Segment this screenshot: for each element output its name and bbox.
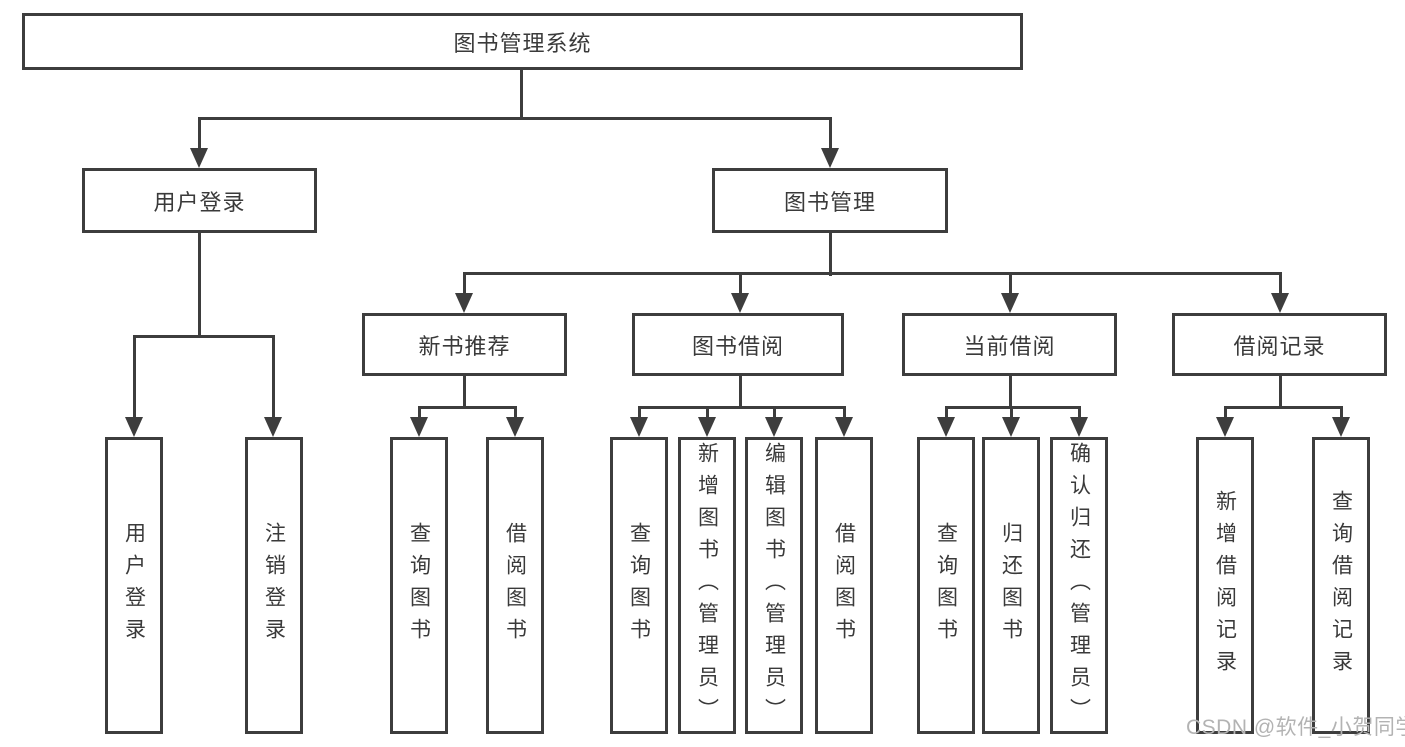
connector-vline — [1078, 406, 1081, 421]
arrowhead — [125, 417, 143, 437]
connector-hline — [198, 117, 832, 120]
leaf-user-login: 用户登录 — [105, 437, 163, 734]
node-label: 用户登录 — [153, 189, 246, 215]
arrowhead — [264, 417, 282, 437]
connector-hline — [1224, 406, 1343, 409]
node-label: 图书管理系统 — [453, 30, 592, 56]
connector-vline — [829, 118, 832, 152]
arrowhead — [630, 417, 648, 437]
arrowhead — [1271, 293, 1289, 313]
node-label: 当前借阅 — [963, 333, 1056, 359]
leaf-label: 查询图书 — [627, 521, 651, 650]
connector-hline — [945, 406, 1081, 409]
leaf-records-add-borrow-record: 新增借阅记录 — [1196, 437, 1254, 734]
node-borrowing-records: 借阅记录 — [1172, 313, 1387, 376]
leaf-borrow-borrow-books: 借阅图书 — [815, 437, 873, 734]
connector-vline — [418, 406, 421, 421]
connector-vline — [272, 336, 275, 421]
connector-vline — [706, 406, 709, 421]
connector-vline — [1009, 273, 1012, 297]
arrowhead — [455, 293, 473, 313]
arrowhead — [765, 417, 783, 437]
arrowhead — [1002, 417, 1020, 437]
connector-vline — [198, 233, 201, 338]
leaf-borrow-query-books: 查询图书 — [610, 437, 668, 734]
connector-vline — [773, 406, 776, 421]
leaf-label: 编辑图书（管理员） — [762, 441, 786, 730]
arrowhead — [1332, 417, 1350, 437]
connector-vline — [514, 406, 517, 421]
leaf-label: 查询图书 — [934, 521, 958, 650]
leaf-label: 用户登录 — [122, 521, 146, 650]
arrowhead — [410, 417, 428, 437]
leaf-recommend-query-books: 查询图书 — [390, 437, 448, 734]
leaf-label: 借阅图书 — [503, 521, 527, 650]
leaf-label: 查询借阅记录 — [1329, 489, 1353, 682]
connector-vline — [843, 406, 846, 421]
arrowhead — [506, 417, 524, 437]
arrowhead — [835, 417, 853, 437]
arrowhead — [821, 148, 839, 168]
leaf-current-query-books: 查询图书 — [917, 437, 975, 734]
arrowhead — [1001, 293, 1019, 313]
node-current-borrowing: 当前借阅 — [902, 313, 1117, 376]
leaf-current-return-books: 归还图书 — [982, 437, 1040, 734]
leaf-borrow-add-book-admin: 新增图书（管理员） — [678, 437, 736, 734]
leaf-label: 归还图书 — [999, 521, 1023, 650]
leaf-logout: 注销登录 — [245, 437, 303, 734]
node-new-book-recommendation: 新书推荐 — [362, 313, 567, 376]
node-book-management: 图书管理 — [712, 168, 948, 233]
connector-vline — [1224, 406, 1227, 421]
leaf-label: 借阅图书 — [832, 521, 856, 650]
node-book-borrowing: 图书借阅 — [632, 313, 844, 376]
connector-hline — [133, 335, 275, 338]
leaf-label: 注销登录 — [262, 521, 286, 650]
connector-vline — [1340, 406, 1343, 421]
leaf-label: 新增图书（管理员） — [695, 441, 719, 730]
connector-vline — [739, 273, 742, 297]
connector-vline — [198, 118, 201, 152]
watermark: CSDN @软件_小贺同学 — [1186, 716, 1405, 739]
arrowhead — [190, 148, 208, 168]
node-label: 图书借阅 — [691, 333, 784, 359]
node-label: 新书推荐 — [418, 333, 511, 359]
connector-vline — [463, 375, 466, 409]
node-label: 图书管理 — [783, 189, 876, 215]
connector-vline — [520, 69, 523, 120]
arrowhead — [731, 293, 749, 313]
leaf-label: 查询图书 — [407, 521, 431, 650]
connector-vline — [1010, 406, 1013, 421]
connector-hline — [463, 272, 1282, 275]
connector-hline — [418, 406, 517, 409]
connector-vline — [463, 273, 466, 297]
leaf-records-query-borrow-record: 查询借阅记录 — [1312, 437, 1370, 734]
connector-vline — [1009, 375, 1012, 409]
connector-vline — [739, 375, 742, 409]
connector-vline — [133, 336, 136, 421]
connector-hline — [638, 406, 846, 409]
connector-vline — [1279, 375, 1282, 409]
leaf-recommend-borrow-books: 借阅图书 — [486, 437, 544, 734]
leaf-label: 确认归还（管理员） — [1067, 441, 1091, 730]
leaf-current-confirm-return-admin: 确认归还（管理员） — [1050, 437, 1108, 734]
connector-vline — [638, 406, 641, 421]
arrowhead — [698, 417, 716, 437]
arrowhead — [937, 417, 955, 437]
connector-vline — [945, 406, 948, 421]
node-root-book-management-system: 图书管理系统 — [22, 13, 1023, 70]
leaf-borrow-edit-book-admin: 编辑图书（管理员） — [745, 437, 803, 734]
arrowhead — [1070, 417, 1088, 437]
node-user-login: 用户登录 — [82, 168, 317, 233]
connector-vline — [829, 233, 832, 276]
node-label: 借阅记录 — [1233, 333, 1326, 359]
connector-vline — [1279, 273, 1282, 297]
arrowhead — [1216, 417, 1234, 437]
leaf-label: 新增借阅记录 — [1213, 489, 1237, 682]
